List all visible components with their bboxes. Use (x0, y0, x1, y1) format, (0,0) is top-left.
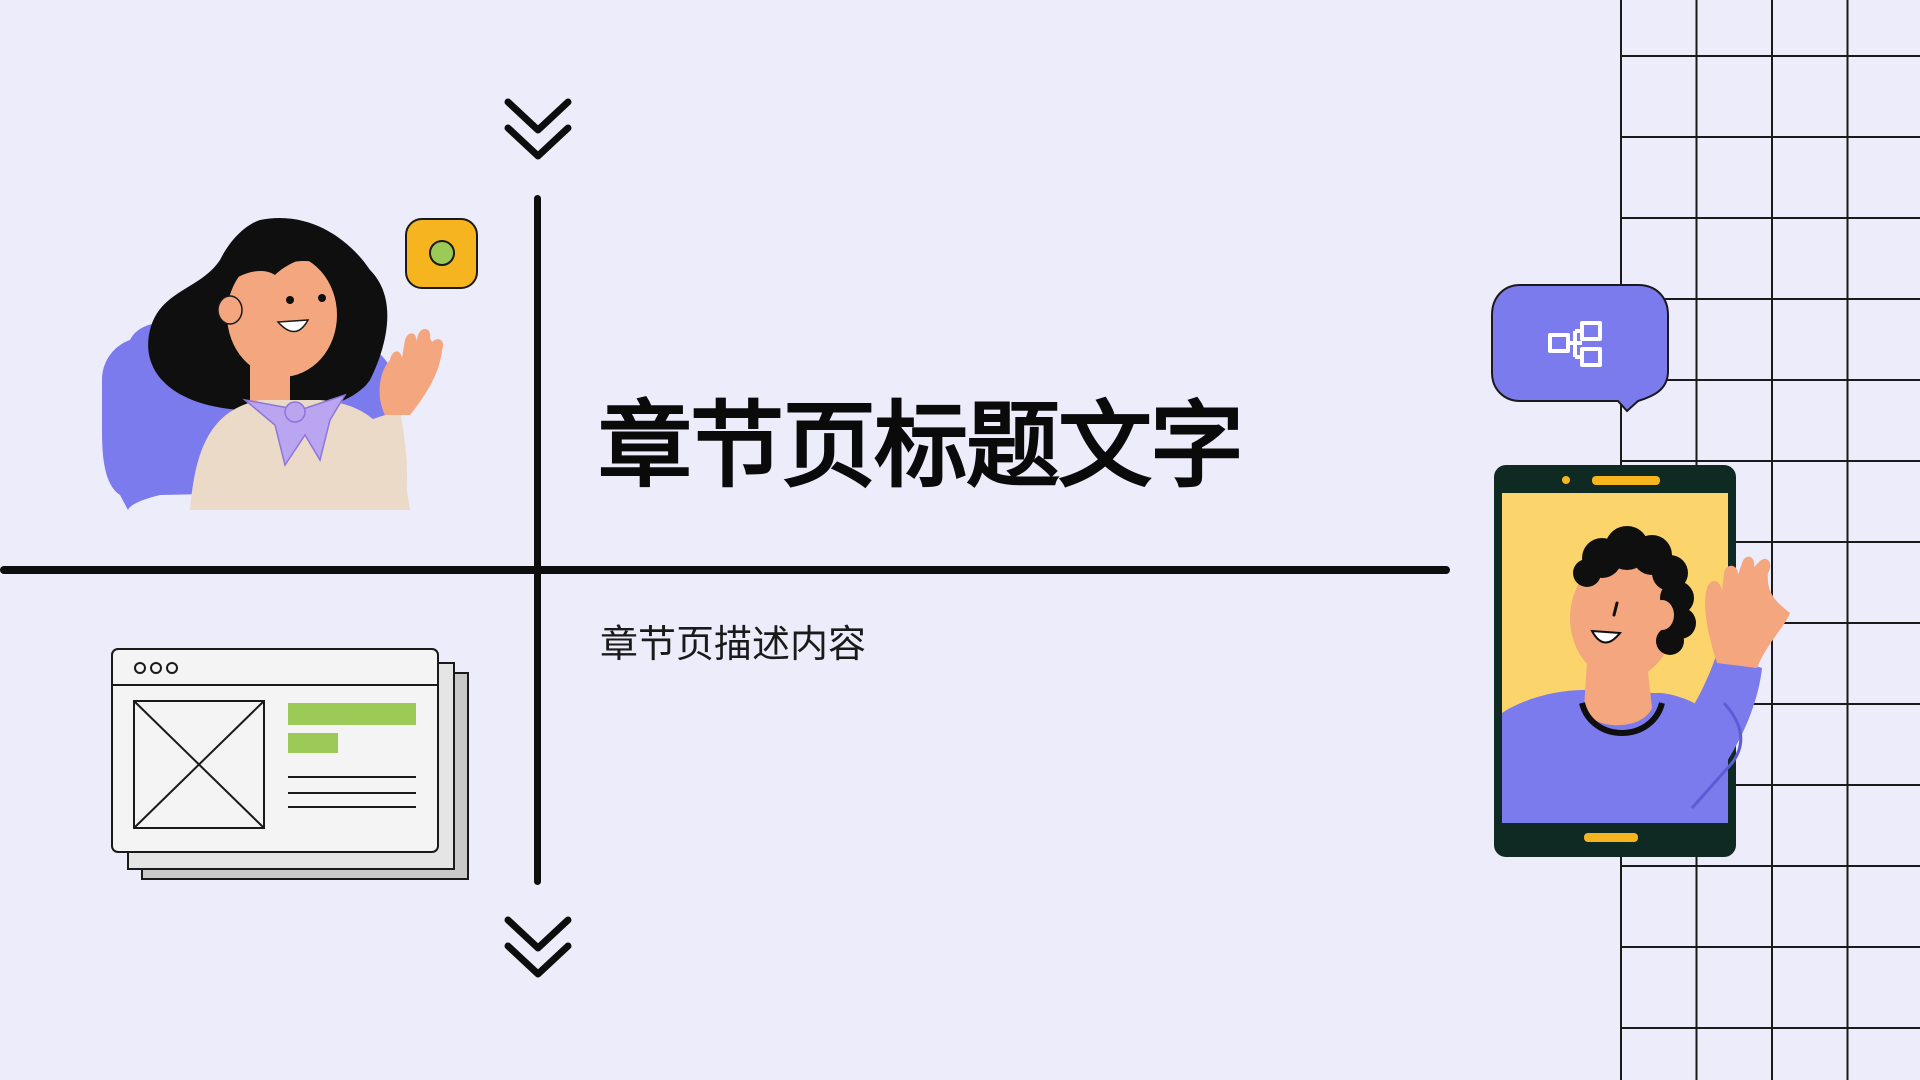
sitemap-icon (1548, 321, 1602, 367)
background-grid (1620, 0, 1920, 1080)
phone-man-illustration (1494, 465, 1790, 857)
record-icon (405, 218, 478, 289)
double-chevron-down-icon (504, 916, 572, 978)
page-description: 章节页描述内容 (600, 622, 867, 666)
speech-bubble (1491, 284, 1669, 413)
horizontal-divider (0, 566, 1450, 574)
double-chevron-down-icon (504, 98, 572, 160)
vertical-divider (534, 195, 541, 885)
page-title: 章节页标题文字 (598, 392, 1244, 501)
woman-waving-illustration (102, 218, 444, 510)
browser-window-illustration (111, 648, 469, 880)
